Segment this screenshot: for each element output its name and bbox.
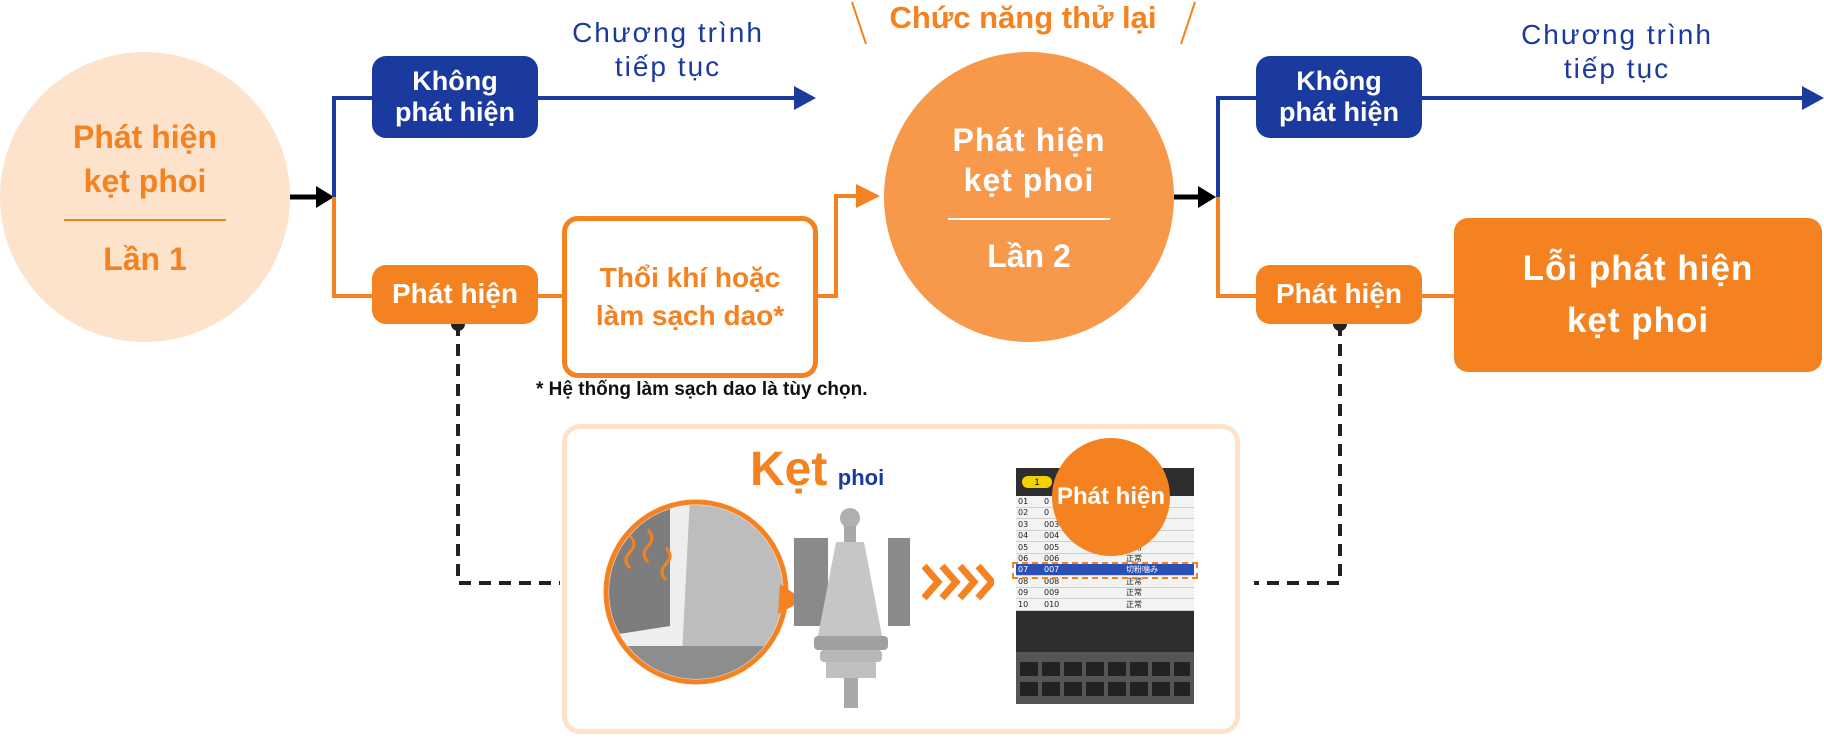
second-detection-circle: Phát hiện kẹt phoi Lần 2: [884, 52, 1174, 342]
arrow-1-head: [316, 186, 334, 208]
retry-slash-right: [1180, 1, 1196, 45]
left-detected-box: Phát hiện: [372, 265, 538, 324]
screen-table-cell: 0: [1044, 508, 1050, 518]
left-not-detected-line2: phát hiện: [395, 97, 515, 127]
screen-table-cell: 08: [1018, 576, 1029, 586]
retry-function-title: Chức năng thử lại: [889, 0, 1157, 35]
action-line1: Thổi khí hoặc: [599, 262, 781, 294]
left-continue-head: [794, 86, 816, 110]
screen-table-cell: 005: [1044, 542, 1060, 552]
screen-table-cell: 04: [1018, 531, 1029, 541]
screen-table-cell: 007: [1044, 565, 1060, 575]
action-to-circle2: [814, 194, 860, 298]
first-circle-divider: [64, 218, 226, 221]
screen-table-cell: 03: [1018, 519, 1029, 529]
left-dashed-link: [456, 324, 560, 585]
left-not-detected-box: Không phát hiện: [372, 56, 538, 138]
chip-detection-error-box: Lỗi phát hiện kẹt phoi: [1454, 218, 1822, 372]
chip-jam-title-big: Kẹt: [750, 443, 828, 496]
left-program-continue-label: Chương trình tiếp tục: [566, 16, 770, 83]
second-circle-line1: Phát hiện: [952, 121, 1106, 158]
screen-table-cell: 正常: [1126, 588, 1142, 598]
screen-table-cell: 01: [1018, 497, 1029, 506]
action-line2: làm sạch dao*: [595, 300, 785, 331]
screen-bottom-keys: [1016, 652, 1194, 704]
error-line2: kẹt phoi: [1566, 301, 1710, 340]
left-continue-line2: tiếp tục: [614, 50, 722, 82]
screen-table-cell: 008: [1044, 576, 1060, 586]
left-split-blue: [332, 96, 372, 197]
right-not-detected-box: Không phát hiện: [1256, 56, 1422, 138]
retry-slash-left: [851, 1, 867, 45]
right-continue-head: [1802, 86, 1824, 110]
right-detected-box: Phát hiện: [1256, 265, 1422, 324]
right-split-blue: [1216, 96, 1258, 197]
screen-table-cell: 004: [1044, 531, 1060, 541]
screen-table-row: 09 009 正常: [1016, 587, 1194, 600]
chip-jam-title-small: phoi: [837, 465, 885, 490]
right-not-detected-line2: phát hiện: [1279, 97, 1399, 127]
chip-jam-title: Kẹt phoi: [750, 442, 884, 497]
screen-table-cell: 05: [1018, 542, 1029, 552]
screen-table-cell: 正常: [1126, 599, 1142, 609]
tool-holder-illustration: [603, 499, 910, 708]
screen-table-cell: 003: [1044, 519, 1060, 529]
first-circle-line2: kẹt phoi: [83, 162, 207, 199]
screen-table-cell: 006: [1044, 554, 1060, 563]
screen-table-cell: 06: [1018, 554, 1029, 563]
arrow-2-head: [1198, 186, 1216, 208]
right-dashed-link: [1254, 324, 1342, 585]
screen-table-cell: 07: [1018, 565, 1029, 575]
screen-table-cell: 10: [1018, 599, 1029, 609]
screen-table-cell: 切粉噛み: [1126, 565, 1158, 575]
air-blow-or-tool-clean-box: Thổi khí hoặc làm sạch dao*: [562, 216, 818, 378]
second-circle-line2: kẹt phoi: [963, 161, 1095, 198]
right-not-detected-line1: Không: [1296, 65, 1382, 96]
left-split-orange: [332, 197, 372, 298]
right-program-continue-label: Chương trình tiếp tục: [1512, 18, 1722, 85]
second-circle-divider: [948, 217, 1110, 220]
first-circle-line1: Phát hiện: [72, 119, 217, 156]
error-line1: Lỗi phát hiện: [1522, 248, 1754, 288]
tool-clean-footnote: * Hệ thống làm sạch dao là tùy chọn.: [536, 379, 868, 400]
chevron-arrows-icon: [922, 563, 994, 601]
second-circle-count: Lần 2: [987, 237, 1071, 274]
screen-table-cell: 009: [1044, 588, 1060, 598]
left-not-detected-line1: Không: [412, 65, 498, 96]
screen-table-cell: 0: [1044, 497, 1050, 506]
screen-table-row: 07 007 切粉噛み: [1016, 564, 1194, 577]
screen-table-row: 08 008 正常: [1016, 576, 1194, 588]
action-to-circle2-head: [856, 184, 880, 208]
screen-tab: 1: [1022, 476, 1052, 488]
first-detection-circle: Phát hiện kẹt phoi Lần 1: [0, 52, 290, 342]
screen-table-cell: 正常: [1126, 554, 1142, 563]
right-continue-line2: tiếp tục: [1563, 52, 1671, 84]
screen-table-cell: 010: [1044, 599, 1060, 609]
first-circle-count: Lần 1: [103, 240, 187, 277]
left-continue-line1: Chương trình: [572, 17, 764, 48]
selected-row-highlight: [1012, 562, 1198, 579]
right-split-orange: [1216, 197, 1258, 298]
detected-badge: Phát hiện: [1052, 438, 1170, 556]
screen-table-row: 10 010 正常: [1016, 599, 1194, 611]
magnifier-pointer: [778, 584, 804, 614]
screen-table-cell: 09: [1018, 588, 1029, 598]
right-continue-line1: Chương trình: [1521, 19, 1713, 50]
screen-table-cell: 正常: [1126, 576, 1142, 586]
screen-table-cell: 02: [1018, 508, 1029, 518]
